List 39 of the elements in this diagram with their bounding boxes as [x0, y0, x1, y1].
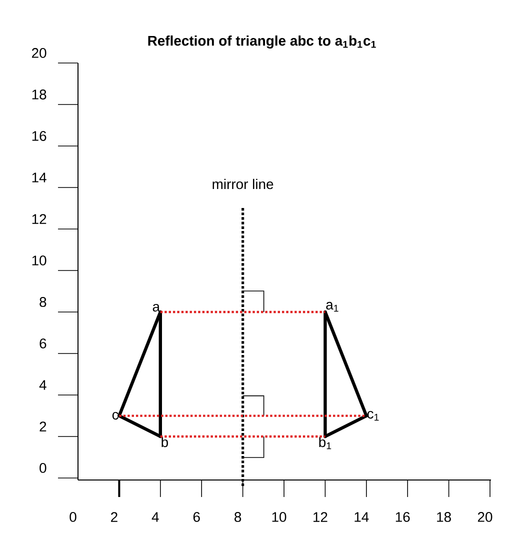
tick-label: 18 — [32, 90, 46, 100]
tick-label: 8 — [40, 297, 46, 307]
triangle-side — [118, 414, 162, 438]
tick-label: 2 — [111, 512, 118, 522]
triangle-side — [158, 310, 162, 438]
tick-label: 4 — [39, 380, 46, 390]
tick-label: 14 — [354, 512, 369, 522]
vertex-label: b — [162, 436, 168, 448]
vertex-label: b$_{1}$ — [319, 436, 332, 450]
vertex-label: c — [112, 412, 118, 420]
tick-label: 20 — [32, 48, 46, 58]
tick-label: 6 — [193, 512, 200, 522]
title: Reflection of triangle abc to a$_{1}$b$_{1}$c$_{1}$ — [148, 35, 376, 49]
tick-label: 10 — [272, 512, 286, 522]
vertex-label: a — [152, 304, 160, 312]
triangle-side — [324, 310, 368, 418]
tick-label: 0 — [70, 512, 76, 522]
tick-label: 0 — [40, 463, 46, 473]
tick-label: 8 — [234, 512, 242, 522]
tick-label: 10 — [32, 256, 46, 266]
line-label: mirror line — [212, 178, 274, 190]
tick-label: 4 — [152, 512, 159, 522]
tick-label: 6 — [40, 338, 46, 348]
tick-label: 14 — [32, 172, 46, 182]
tick-label: 20 — [478, 512, 492, 522]
tick-label: 12 — [314, 512, 328, 522]
tick-label: 16 — [32, 131, 46, 141]
triangle-side — [118, 310, 162, 418]
tick-label: 18 — [437, 512, 451, 522]
tick-label: 16 — [396, 512, 410, 522]
reflection-line — [160, 435, 326, 438]
vertex-label: c$_{1}$ — [367, 410, 379, 421]
reflection-line — [160, 310, 326, 314]
reflection-line — [119, 414, 366, 417]
vertex-label: a$_{1}$ — [326, 302, 338, 312]
tick-label: 12 — [32, 214, 46, 224]
triangle-side — [324, 310, 327, 438]
triangle-side — [324, 414, 368, 438]
tick-label: 2 — [40, 422, 46, 432]
